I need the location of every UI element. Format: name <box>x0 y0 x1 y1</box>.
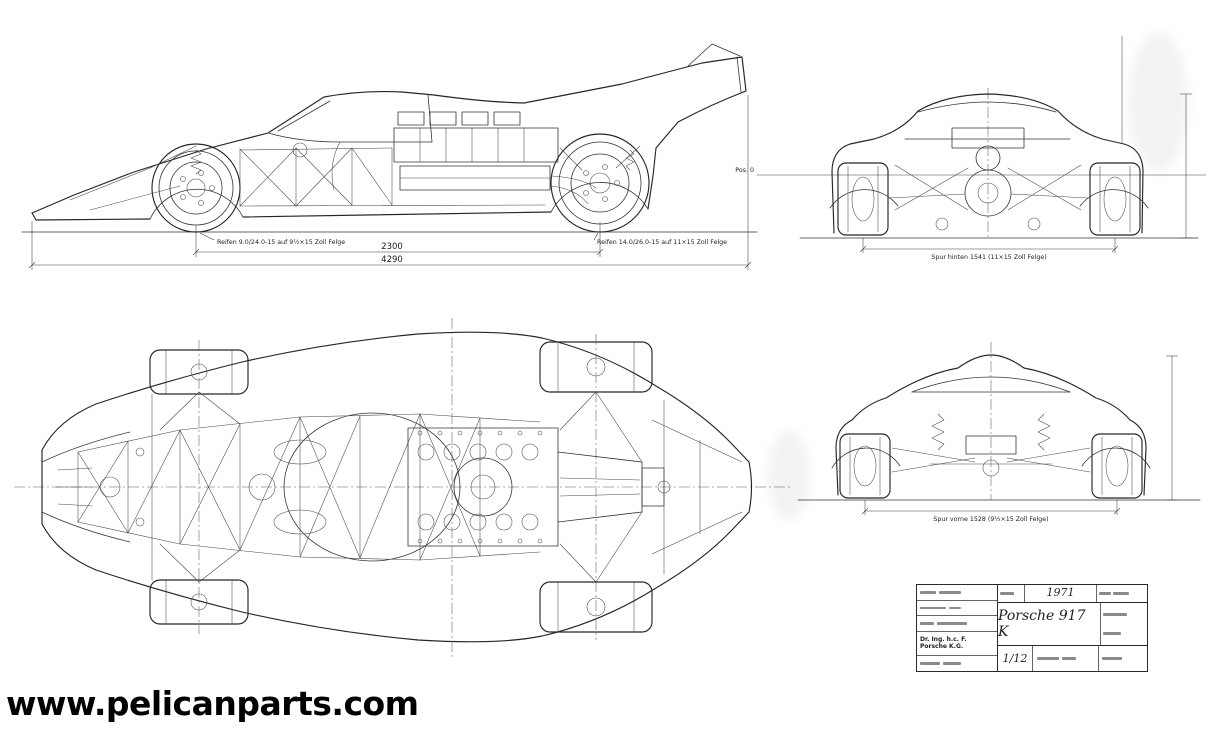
title-block-row: 1971 <box>998 585 1147 603</box>
plan-body-outline <box>41 331 753 643</box>
rear-right-wheel <box>1089 162 1141 236</box>
title-block-row <box>917 601 997 617</box>
rear-window <box>917 101 1057 113</box>
title-block: Dr. Ing. h.c. F. Porsche K.G. 1971 Porsc… <box>916 584 1148 672</box>
front-track-dimension: Spur vorne 1528 (9½×15 Zoll Felge) <box>861 500 1121 523</box>
title-block-row <box>917 656 997 671</box>
rear-tire-annotation: Reifen 14.0/26.0-15 auf 11×15 Zoll Felge <box>597 239 727 246</box>
scan-smudge <box>768 430 810 520</box>
plan-steering-wheel <box>248 473 276 501</box>
overall-length-dimension: 4290 <box>381 255 403 265</box>
side-dimensions: 2300 4290 Reifen 9.0/24.0-15 auf 9½×15 Z… <box>28 95 752 270</box>
side-front-wheel <box>151 143 241 233</box>
plan-engine <box>407 427 559 547</box>
plan-front-right-wheel <box>149 579 249 625</box>
datum-label: Pos. 0 <box>735 167 754 174</box>
side-beltline <box>267 132 433 143</box>
front-left-wheel <box>839 433 891 499</box>
plan-space-frame <box>77 413 541 561</box>
side-seat <box>331 141 341 191</box>
side-body-underside <box>31 212 151 221</box>
model-name: Porsche 917 K <box>998 608 1086 640</box>
drawing-scale: 1/12 <box>998 646 1033 671</box>
plan-suspension-detail <box>135 391 643 583</box>
side-steering-wheel <box>292 142 308 158</box>
title-block-row <box>917 585 997 601</box>
company-name: Dr. Ing. h.c. F. Porsche K.G. <box>917 632 997 657</box>
side-windshield <box>277 100 331 132</box>
watermark-text: www.pelicanparts.com <box>6 684 419 723</box>
title-block-admin-column: Dr. Ing. h.c. F. Porsche K.G. <box>917 585 998 671</box>
front-view-drawing: Spur vorne 1528 (9½×15 Zoll Felge) <box>797 342 1201 523</box>
wheelbase-dimension: 2300 <box>381 242 403 252</box>
plan-tail-detail <box>651 399 743 575</box>
rear-view-drawing: Pos. 0 <box>735 35 1207 261</box>
side-tail-fin <box>687 43 741 67</box>
side-front-wheel-arch <box>149 188 244 220</box>
front-tire-annotation: Reifen 9.0/24.0-15 auf 9½×15 Zoll Felge <box>217 238 345 246</box>
front-track-annotation: Spur vorne 1528 (9½×15 Zoll Felge) <box>933 515 1048 523</box>
rear-drivetrain-detail <box>889 127 1089 231</box>
title-block-row: Porsche 917 K <box>998 603 1147 646</box>
scan-smudge <box>1128 32 1188 172</box>
front-windshield <box>911 376 1071 393</box>
side-engine-detail <box>393 111 597 205</box>
title-block-row <box>917 616 997 632</box>
plan-nose-detail <box>55 467 121 507</box>
side-rear-wheel <box>550 133 650 233</box>
side-rear-wheel-arch <box>550 182 649 213</box>
front-body-outline <box>835 354 1147 496</box>
front-right-wheel <box>1091 433 1143 499</box>
plan-cockpit-canopy <box>283 412 461 562</box>
title-block-main: 1971 Porsche 917 K 1/12 <box>998 585 1147 671</box>
side-chassis-frame <box>69 145 641 211</box>
drawing-year: 1971 <box>1046 586 1075 599</box>
rear-track-dimension: Spur hinten 1541 (11×15 Zoll Felge) <box>859 238 1119 261</box>
rear-track-annotation: Spur hinten 1541 (11×15 Zoll Felge) <box>931 254 1046 261</box>
side-view-drawing: 2300 4290 Reifen 9.0/24.0-15 auf 9½×15 Z… <box>21 43 758 270</box>
title-block-row: 1/12 <box>998 646 1147 671</box>
side-body-outline <box>31 56 747 214</box>
plan-view-drawing <box>14 318 790 658</box>
rear-left-wheel <box>837 162 889 236</box>
